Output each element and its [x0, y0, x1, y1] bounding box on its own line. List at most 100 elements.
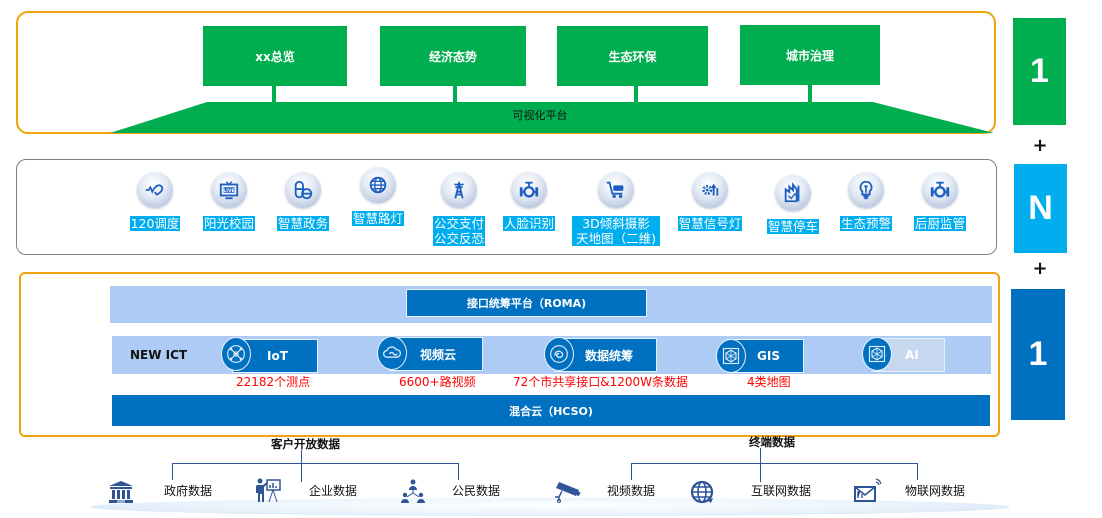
iot-network-icon [221, 337, 251, 371]
scenario-face-recognition[interactable]: 人脸识别 [489, 172, 569, 231]
scenario-layer-frame [16, 159, 997, 255]
roma-platform[interactable]: 接口统筹平台（ROMA) [406, 289, 647, 317]
scenario-120-dispatch[interactable]: 120调度 [115, 172, 195, 231]
globe-refresh-icon [688, 479, 718, 509]
connector [272, 86, 276, 102]
data-hub-icon [544, 337, 574, 371]
legend-label: N [1028, 189, 1053, 227]
label-line: 公交反恐 [433, 231, 484, 246]
cctv-camera-icon [553, 479, 583, 509]
globe-icon [360, 167, 396, 203]
capability-metric: 72个市共享接口&1200W条数据 [513, 375, 689, 389]
cart-icon [598, 172, 634, 208]
heartbeat-icon [137, 172, 173, 208]
legend-application-layer: 1 [1013, 18, 1066, 125]
scenario-label: 智慧信号灯 [677, 216, 743, 231]
video-cloud-icon [377, 336, 407, 370]
label-line: 3D倾斜摄影 [582, 216, 650, 231]
scenario-label: 阳光校园 [202, 216, 255, 231]
tree-connector [458, 463, 459, 480]
app-economy[interactable]: 经济态势 [380, 26, 526, 86]
ground-shadow [90, 498, 1010, 516]
iot-signal-icon [852, 478, 882, 508]
plus-sign: + [1032, 258, 1048, 279]
application-layer-frame [16, 11, 996, 134]
tree-connector [631, 463, 918, 464]
people-network-icon [398, 478, 428, 508]
scenario-label: 智慧停车 [766, 219, 819, 234]
legend-label: 1 [1028, 335, 1048, 373]
source-label: 公民数据 [452, 484, 501, 498]
customer-data-title: 客户开放数据 [271, 437, 340, 451]
source-label: 企业数据 [309, 484, 358, 498]
svg-text:LIVE: LIVE [223, 188, 234, 194]
scenario-label: 120调度 [129, 216, 181, 231]
capability-label: 数据统筹 [585, 348, 634, 363]
scenario-label: 3D倾斜摄影天地图（二维) [572, 216, 660, 246]
hybrid-cloud-hcso[interactable]: 混合云（HCSO) [112, 395, 990, 426]
label-line: 天地图（二维) [576, 231, 656, 246]
app-city-governance[interactable]: 城市治理 [740, 25, 880, 85]
platform-label: 可视化平台 [512, 109, 568, 122]
bulb-icon [848, 172, 884, 208]
pill-icon [285, 172, 321, 208]
app-label: 生态环保 [608, 49, 657, 64]
capability-metric: 22182个测点 [236, 375, 311, 389]
capability-label: IoT [267, 349, 288, 363]
tree-connector [301, 450, 302, 482]
scenario-3d-mapping[interactable]: 3D倾斜摄影天地图（二维) [572, 172, 660, 246]
scenario-label: 公交支付公交反恐 [432, 216, 485, 246]
legend-base-layer: 1 [1011, 289, 1065, 420]
app-ecology[interactable]: 生态环保 [557, 26, 708, 86]
scenario-label: 智慧路灯 [351, 211, 404, 226]
plus-sign: + [1032, 135, 1048, 156]
pylon-icon [441, 172, 477, 208]
live-tv-icon: LIVE [211, 172, 247, 208]
tree-connector [631, 463, 632, 480]
tree-connector [172, 463, 173, 480]
scenario-sunshine-campus[interactable]: LIVE 阳光校园 [189, 172, 269, 231]
connector [453, 86, 457, 102]
scenario-smart-signal[interactable]: 智慧信号灯 [670, 172, 750, 231]
app-overview[interactable]: xx总览 [203, 26, 347, 86]
source-label: 政府数据 [164, 484, 213, 498]
scenario-ecology-warning[interactable]: 生态预警 [826, 172, 906, 231]
tree-connector [172, 463, 459, 464]
valve-icon [511, 172, 547, 208]
hexagon-network-icon [716, 339, 746, 373]
app-label: xx总览 [255, 49, 295, 64]
new-ict-label: NEW ICT [130, 348, 188, 362]
source-label: 物联网数据 [905, 484, 966, 498]
scenario-label: 后厨监管 [913, 216, 966, 231]
scenario-label: 人脸识别 [502, 216, 555, 231]
tree-connector [760, 448, 761, 482]
connector [808, 85, 812, 102]
visualization-platform-base [110, 102, 994, 133]
capability-label: GIS [757, 349, 780, 363]
capability-label: 视频云 [420, 347, 457, 362]
source-label: 视频数据 [607, 484, 656, 498]
scenario-kitchen-supervision[interactable]: 后厨监管 [900, 172, 980, 231]
connector [634, 86, 638, 102]
scenario-label: 智慧政务 [276, 216, 329, 231]
capability-metric: 6600+路视频 [399, 375, 476, 389]
terminal-data-title: 终端数据 [749, 435, 795, 449]
scenario-smart-parking[interactable]: 智慧停车 [753, 175, 833, 234]
source-label: 互联网数据 [751, 484, 812, 498]
legend-scenario-layer: N [1014, 164, 1067, 253]
capability-metric: 4类地图 [747, 375, 791, 389]
app-label: 经济态势 [428, 49, 477, 64]
presenter-chart-icon [253, 477, 283, 507]
base-layer-frame [19, 272, 1000, 437]
tree-connector [917, 463, 918, 480]
scenario-smart-streetlight[interactable]: 智慧路灯 [338, 167, 418, 226]
valve-icon [922, 172, 958, 208]
app-label: 城市治理 [785, 48, 834, 63]
legend-label: 1 [1030, 52, 1049, 90]
scenario-bus-payment[interactable]: 公交支付公交反恐 [419, 172, 499, 246]
gears-icon [692, 172, 728, 208]
government-building-icon [106, 479, 136, 509]
factory-icon [775, 175, 811, 211]
scenario-smart-government[interactable]: 智慧政务 [263, 172, 343, 231]
scenario-label: 生态预警 [839, 216, 892, 231]
